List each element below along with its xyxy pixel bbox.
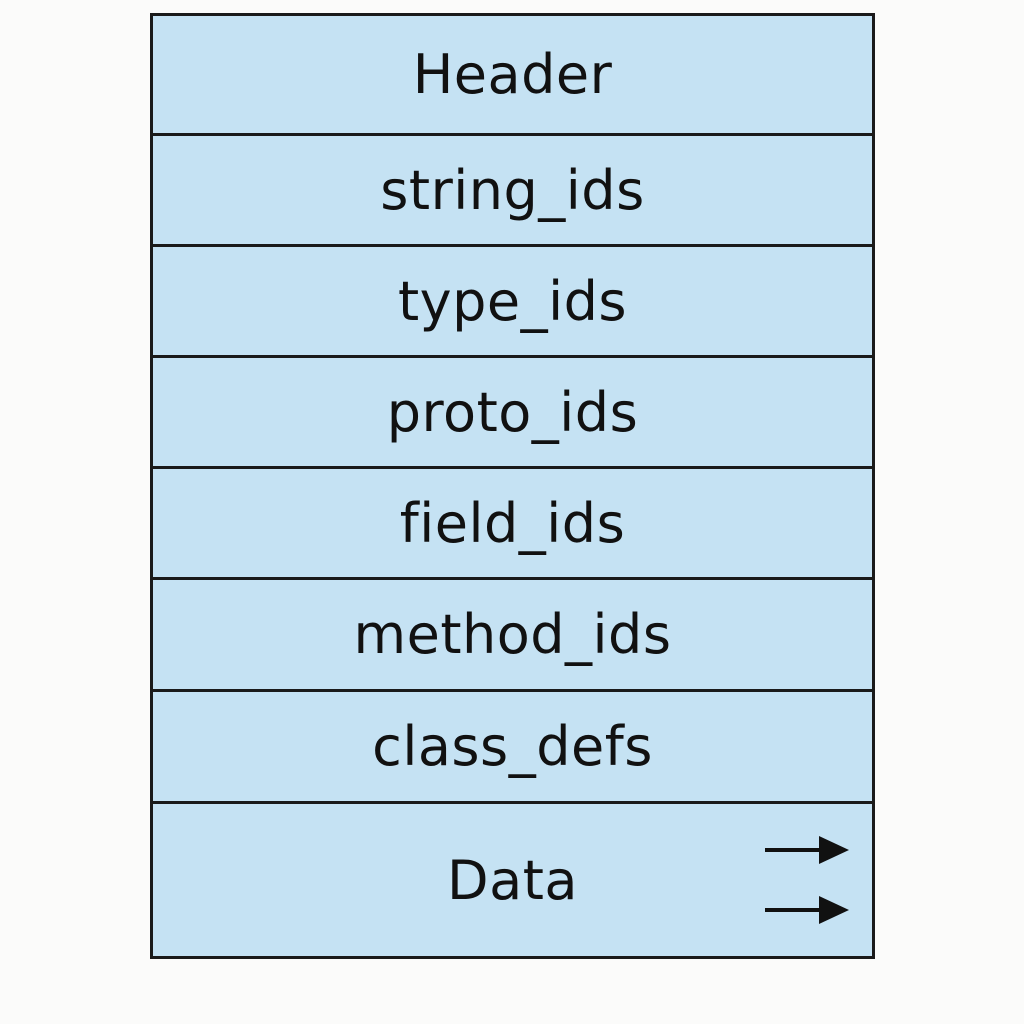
right-arrow-icon <box>765 896 849 924</box>
section-type-ids-label: type_ids <box>397 269 628 333</box>
section-divider <box>153 801 872 804</box>
section-method-ids: method_ids <box>153 580 872 689</box>
section-divider <box>153 355 872 358</box>
section-class-defs-label: class_defs <box>372 715 653 778</box>
section-divider <box>153 244 872 247</box>
dex-file-layout-diagram: Header string_ids type_ids proto_ids fie… <box>150 13 875 959</box>
section-divider <box>153 466 872 469</box>
section-header-label: Header <box>412 43 613 106</box>
section-divider <box>153 577 872 580</box>
section-field-ids-label: field_ids <box>399 491 626 555</box>
section-type-ids: type_ids <box>153 247 872 355</box>
section-class-defs: class_defs <box>153 692 872 801</box>
section-divider <box>153 133 872 136</box>
section-divider <box>153 689 872 692</box>
data-arrows <box>765 836 849 924</box>
section-method-ids-label: method_ids <box>353 603 672 666</box>
section-string-ids-label: string_ids <box>380 158 645 222</box>
section-header: Header <box>153 16 872 133</box>
section-field-ids: field_ids <box>153 469 872 577</box>
section-data-label: Data <box>447 848 578 912</box>
section-data: Data <box>153 804 872 956</box>
right-arrow-icon <box>765 836 849 864</box>
section-string-ids: string_ids <box>153 136 872 244</box>
section-proto-ids: proto_ids <box>153 358 872 466</box>
section-proto-ids-label: proto_ids <box>386 380 639 444</box>
